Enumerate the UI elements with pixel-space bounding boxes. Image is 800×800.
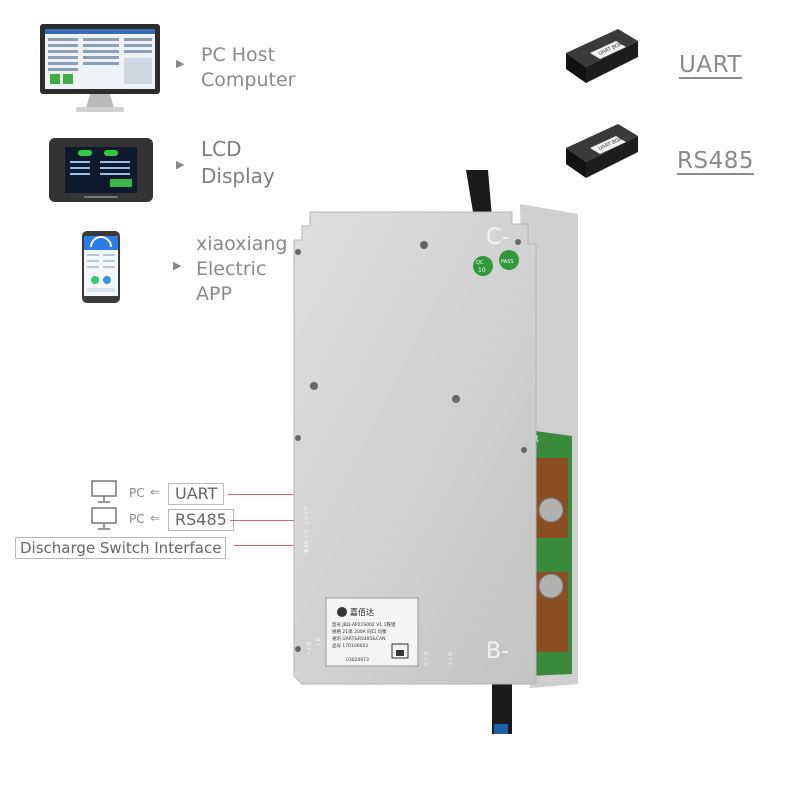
app-label-line-3: APP	[196, 283, 232, 305]
pc-monitor-icon	[91, 480, 117, 503]
right-arrow-icon: ▶	[176, 57, 185, 70]
svg-text:QC: QC	[476, 260, 484, 266]
nameplate-serial: 03020073	[346, 657, 369, 663]
uart-label: UART	[679, 52, 742, 78]
rs485-leader-line	[230, 520, 294, 521]
uart-port-label: UART	[168, 483, 225, 505]
uart-box-icon: UART BOX	[566, 29, 638, 83]
svg-text:规格 21串 200A 同口 均衡: 规格 21串 200A 同口 均衡	[332, 628, 387, 635]
lcd-label-line-1: LCD	[201, 137, 242, 161]
bms-board: R C- B- QC 10 PASS U A R T R S 4 8 5 开 关…	[293, 170, 578, 734]
pc-monitor-icon	[91, 507, 117, 530]
discharge-switch-label: Discharge Switch Interface	[15, 537, 227, 559]
uart-leader-line	[228, 494, 294, 495]
svg-text:品号 170100002: 品号 170100002	[332, 643, 368, 649]
top-cable	[466, 170, 492, 218]
pc-label-line-1: PC Host	[201, 44, 276, 66]
nameplate-brand: 嘉佰达	[350, 607, 374, 617]
app-label-line-1: xiaoxiang	[196, 233, 288, 255]
rs485-label: RS485	[677, 148, 754, 174]
b-minus-label: B-	[486, 639, 509, 664]
port-mark-switch: 开 关	[302, 542, 309, 554]
right-arrow-icon: ▶	[176, 158, 185, 171]
port-mark-rs485: R S 4 8 5	[302, 530, 308, 553]
front-plate	[293, 211, 537, 685]
bottom-mark-bcd: B C D	[422, 652, 428, 666]
pc-label: PC	[129, 512, 145, 526]
right-arrow-icon: ▶	[173, 259, 182, 272]
bottom-mark-b1: B 1	[314, 638, 320, 646]
screws	[295, 239, 527, 652]
svg-text:10: 10	[478, 267, 486, 274]
pc-label-line-2: Computer	[201, 69, 296, 91]
pc-label: PC	[129, 486, 145, 500]
port-mark-uart: U A R T	[302, 506, 308, 525]
bottom-mark-ntc: N T C	[446, 652, 452, 666]
left-arrow-icon: ⇐	[150, 485, 161, 499]
svg-text:通讯 UART&RS485&CAN: 通讯 UART&RS485&CAN	[332, 635, 386, 642]
rs485-box-icon: UART BOX	[566, 124, 638, 178]
phone-app-icon	[82, 231, 120, 303]
qc-sticker	[473, 256, 493, 276]
left-arrow-icon: ⇐	[150, 511, 161, 525]
nameplate: 嘉佰达 型号 JBD-AP21S002 V1.1铁锂 规格 21串 200A 同…	[325, 597, 419, 667]
lcd-display-icon	[49, 138, 153, 202]
switch-leader-line	[234, 545, 294, 546]
c-minus-label: C-	[486, 225, 509, 250]
monitor-icon	[40, 24, 160, 112]
svg-text:型号 JBD-AP21S002 V1.1铁锂: 型号 JBD-AP21S002 V1.1铁锂	[332, 621, 396, 628]
app-label-line-2: Electric	[196, 258, 267, 280]
bottom-mark-b2: B 2 +	[305, 642, 311, 656]
lcd-label-line-2: Display	[201, 164, 275, 188]
rs485-port-label: RS485	[168, 509, 234, 531]
pass-sticker	[499, 250, 519, 270]
svg-text:PASS: PASS	[501, 259, 513, 265]
